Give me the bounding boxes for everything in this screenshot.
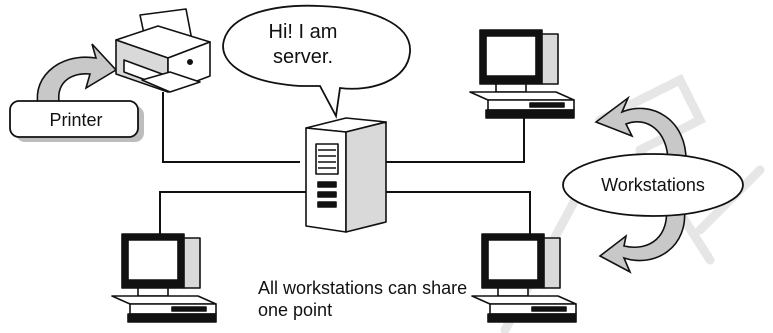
workstations-label: Workstations <box>601 175 705 195</box>
printer-icon <box>115 8 211 93</box>
printer-label-box <box>9 100 144 142</box>
workstation-bottom-right <box>471 233 577 323</box>
share-caption: All workstations can share one point <box>258 278 468 320</box>
workstations-arrow-up <box>594 95 687 165</box>
workstation-top-right <box>469 29 575 119</box>
workstations-ellipse <box>562 153 744 217</box>
workstation-bottom-left <box>111 233 217 323</box>
workstations-arrow-down <box>598 205 686 274</box>
printer-curved-arrow <box>36 43 118 113</box>
wire-printer <box>162 92 300 163</box>
server-icon <box>305 117 387 233</box>
speech-bubble <box>222 4 411 119</box>
printer-label: Printer <box>49 110 103 130</box>
wire-top-right <box>386 118 525 163</box>
speech-bubble-text: Hi! I am server. <box>268 21 338 68</box>
